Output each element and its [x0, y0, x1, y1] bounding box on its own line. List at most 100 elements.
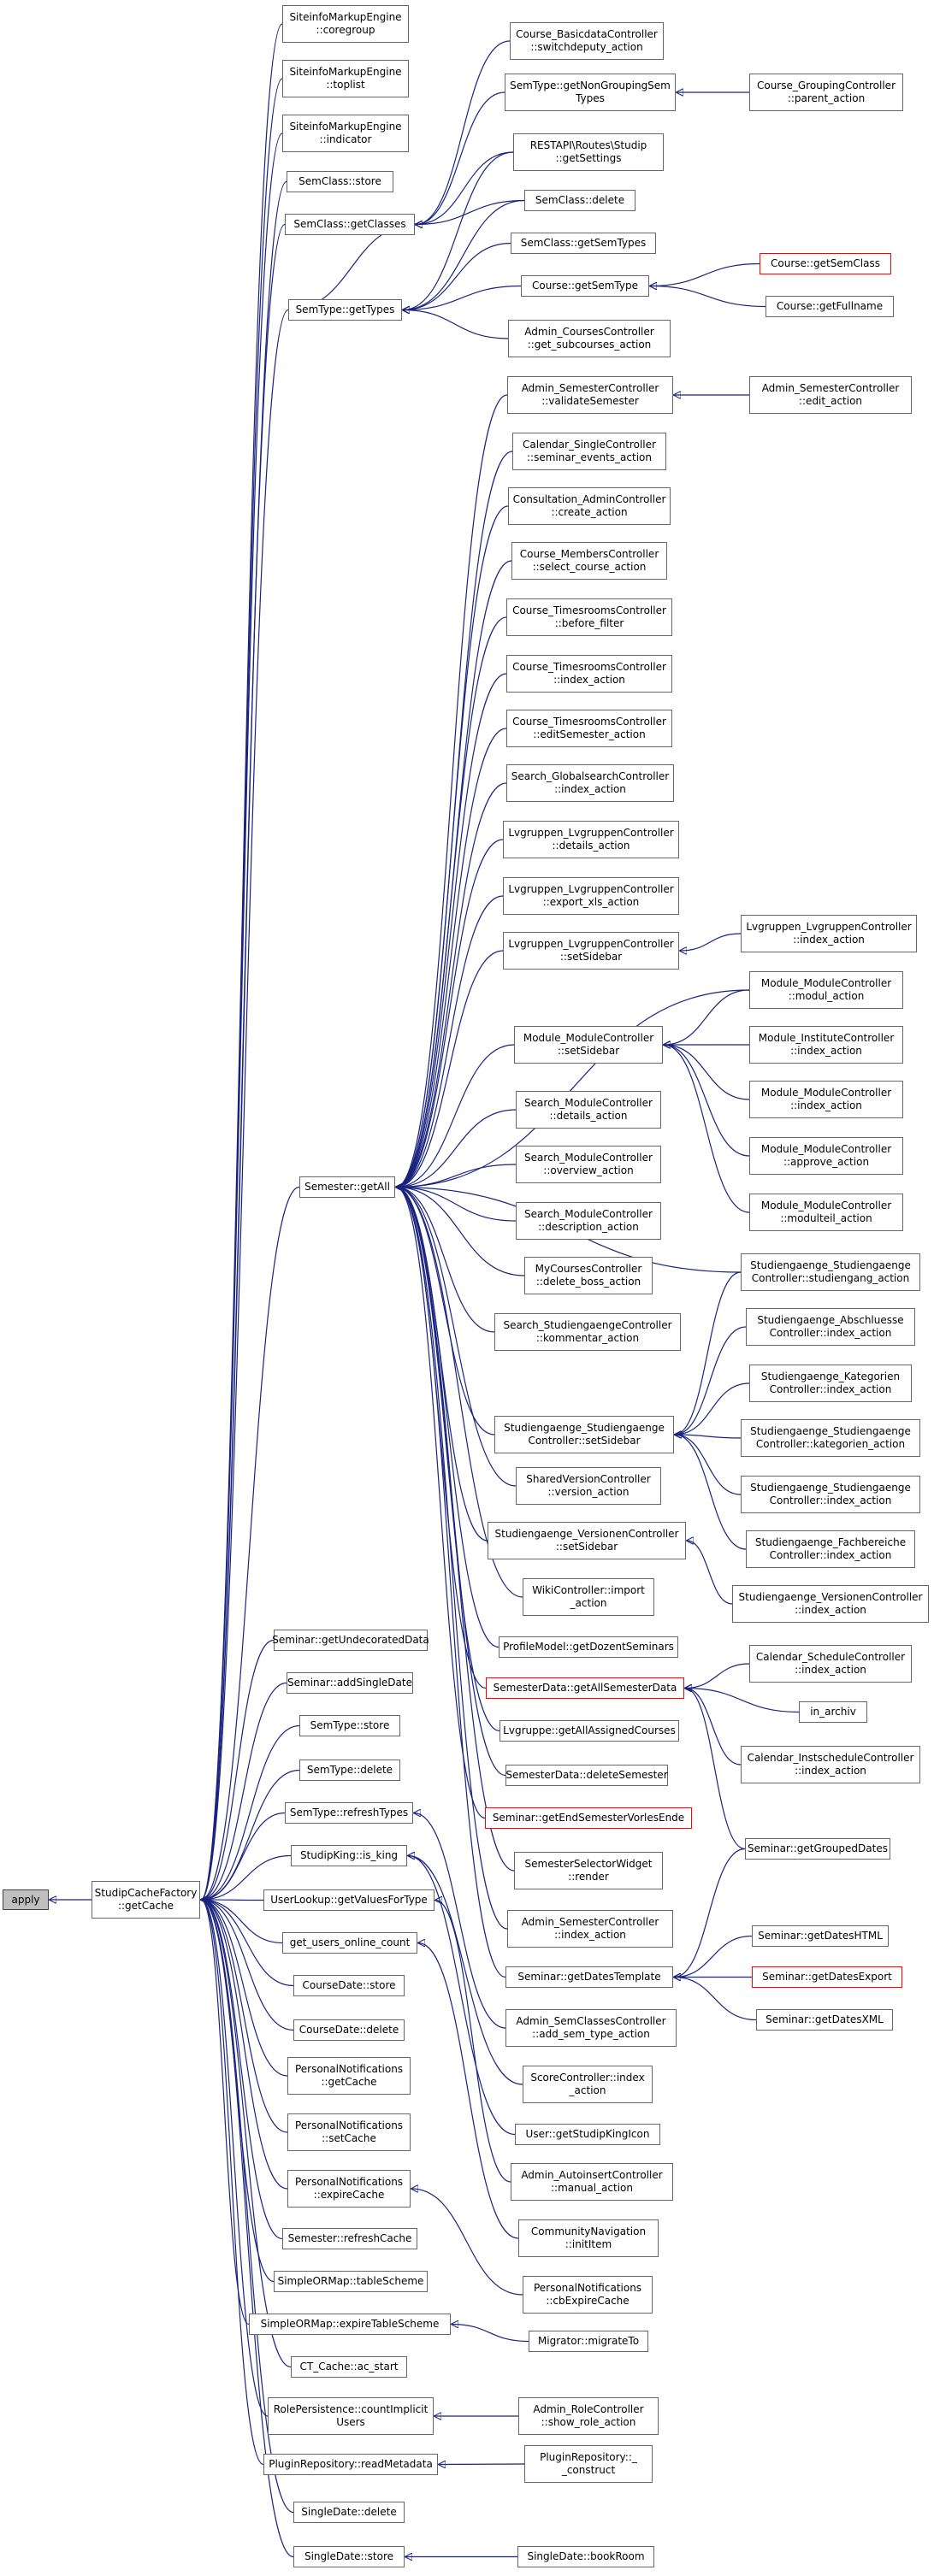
- node-singledate-bookroom[interactable]: SingleDate::bookRoom: [517, 2546, 654, 2567]
- node-search-module-details[interactable]: Search_ModuleController::details_action: [516, 1091, 661, 1129]
- node-user-get-studipking-icon[interactable]: User::getStudipKingIcon: [515, 2124, 660, 2145]
- node-seminar-get-dates-html[interactable]: Seminar::getDatesHTML: [752, 1925, 889, 1947]
- node-semesterdata-getall[interactable]: SemesterData::getAllSemesterData: [486, 1677, 684, 1699]
- node-module-set-sidebar[interactable]: Module_ModuleController::setSidebar: [514, 1026, 663, 1064]
- node-migrator-migrate-to[interactable]: Migrator::migrateTo: [529, 2331, 648, 2352]
- node-coursedate-delete[interactable]: CourseDate::delete: [293, 2019, 405, 2041]
- node-plugin-read-metadata[interactable]: PluginRepository::readMetadata: [263, 2454, 438, 2475]
- node-restapi-getsettings[interactable]: RESTAPI\Routes\Studip::getSettings: [513, 133, 664, 171]
- node-get-users-online-count[interactable]: get_users_online_count: [282, 1932, 417, 1954]
- node-admin-semester-edit[interactable]: Admin_SemesterController::edit_action: [749, 376, 912, 414]
- node-lvgruppen-index[interactable]: Lvgruppen_LvgruppenController::index_act…: [741, 915, 917, 952]
- node-semclass-getsemtypes[interactable]: SemClass::getSemTypes: [511, 233, 656, 254]
- node-course-getsemclass[interactable]: Course::getSemClass: [760, 253, 891, 274]
- node-semclass-delete[interactable]: SemClass::delete: [524, 190, 635, 211]
- node-admin-role-show[interactable]: Admin_RoleController::show_role_action: [518, 2397, 659, 2435]
- node-lvgruppe-get-all-assigned[interactable]: Lvgruppe::getAllAssignedCourses: [500, 1720, 679, 1742]
- node-userlookup-get-values[interactable]: UserLookup::getValuesForType: [263, 1889, 434, 1911]
- node-singledate-store[interactable]: SingleDate::store: [293, 2546, 405, 2567]
- node-semtype-refresh-types[interactable]: SemType::refreshTypes: [285, 1802, 413, 1824]
- node-studiengaenge-versionen-sidebar[interactable]: Studiengaenge_VersionenController::setSi…: [488, 1522, 686, 1559]
- node-pn-getcache[interactable]: PersonalNotifications::getCache: [287, 2057, 411, 2095]
- node-coursedate-store[interactable]: CourseDate::store: [293, 1975, 405, 1996]
- node-semtype-gettypes[interactable]: SemType::getTypes: [288, 299, 402, 321]
- node-sorm-expire-tablescheme[interactable]: SimpleORMap::expireTableScheme: [249, 2314, 451, 2335]
- node-semester-getall[interactable]: Semester::getAll: [299, 1176, 395, 1198]
- node-course-timesrooms-before-filter[interactable]: Course_TimesroomsController::before_filt…: [506, 598, 672, 636]
- node-calendar-instschedule-index[interactable]: Calendar_InstscheduleController::index_a…: [741, 1746, 920, 1783]
- node-admin-autoinsert-manual[interactable]: Admin_AutoinsertController::manual_actio…: [511, 2163, 673, 2201]
- node-course-grouping-parent[interactable]: Course_GroupingController::parent_action: [749, 74, 903, 111]
- node-course-basicdata-switchdeputy[interactable]: Course_BasicdataController::switchdeputy…: [510, 22, 664, 60]
- node-pn-cbexpirecache[interactable]: PersonalNotifications::cbExpireCache: [523, 2276, 653, 2314]
- node-calendar-schedule-index[interactable]: Calendar_ScheduleController::index_actio…: [749, 1645, 912, 1683]
- node-studiengaenge-versionen-index[interactable]: Studiengaenge_VersionenController::index…: [732, 1585, 929, 1623]
- node-semtype-store[interactable]: SemType::store: [299, 1715, 400, 1736]
- node-community-navigation-inititem[interactable]: CommunityNavigation::initItem: [518, 2219, 659, 2257]
- node-shared-version[interactable]: SharedVersionController::version_action: [516, 1467, 661, 1505]
- node-seminar-get-dates-export[interactable]: Seminar::getDatesExport: [752, 1966, 902, 1988]
- node-module-approve[interactable]: Module_ModuleController::approve_action: [749, 1137, 903, 1175]
- node-seminar-get-end-semester[interactable]: Seminar::getEndSemesterVorlesEnde: [485, 1807, 692, 1829]
- node-admin-semclasses-add[interactable]: Admin_SemClassesController::add_sem_type…: [505, 2009, 677, 2047]
- node-lvgruppen-details[interactable]: Lvgruppen_LvgruppenController::details_a…: [503, 821, 679, 858]
- node-search-module-description[interactable]: Search_ModuleController::description_act…: [516, 1202, 661, 1240]
- node-siteinfomarkupengine-coregroup[interactable]: SiteinfoMarkupEngine::coregroup: [282, 5, 409, 43]
- node-pn-setcache[interactable]: PersonalNotifications::setCache: [287, 2113, 411, 2151]
- node-semesterdata-delete[interactable]: SemesterData::deleteSemester: [505, 1765, 668, 1786]
- node-semclass-store[interactable]: SemClass::store: [287, 171, 393, 192]
- node-pn-expirecache[interactable]: PersonalNotifications::expireCache: [287, 2170, 411, 2208]
- node-module-modulteil[interactable]: Module_ModuleController::modulteil_actio…: [749, 1194, 903, 1231]
- node-search-globalsearch-index[interactable]: Search_GlobalsearchController::index_act…: [506, 764, 674, 802]
- node-calendar-single-seminar-events[interactable]: Calendar_SingleController::seminar_event…: [512, 433, 666, 470]
- node-wiki-import[interactable]: WikiController::import_action: [523, 1578, 654, 1616]
- node-seminar-get-dates-template[interactable]: Seminar::getDatesTemplate: [505, 1966, 673, 1988]
- node-admin-semester-index[interactable]: Admin_SemesterController::index_action: [507, 1910, 673, 1948]
- node-sorm-tablescheme[interactable]: SimpleORMap::tableScheme: [274, 2271, 428, 2292]
- node-module-modul-action[interactable]: Module_ModuleController::modul_action: [749, 971, 903, 1009]
- node-singledate-delete[interactable]: SingleDate::delete: [293, 2502, 405, 2523]
- node-studipcachefactory-getcache[interactable]: StudipCacheFactory::getCache: [92, 1881, 200, 1919]
- node-seminar-add-single-date[interactable]: Seminar::addSingleDate: [287, 1672, 413, 1694]
- node-semester-refresh-cache[interactable]: Semester::refreshCache: [282, 2228, 417, 2249]
- node-consultation-admin-create[interactable]: Consultation_AdminController::create_act…: [508, 487, 671, 525]
- node-course-members-select[interactable]: Course_MembersController::select_course_…: [511, 542, 667, 580]
- node-plugin-construct[interactable]: PluginRepository::__construct: [524, 2445, 653, 2483]
- node-admin-semester-validate[interactable]: Admin_SemesterController::validateSemest…: [507, 376, 673, 414]
- node-course-timesrooms-edit-semester[interactable]: Course_TimesroomsController::editSemeste…: [506, 710, 672, 747]
- node-score-index[interactable]: ScoreController::index_action: [523, 2066, 653, 2103]
- node-semclass-getclasses[interactable]: SemClass::getClasses: [285, 214, 415, 235]
- node-admin-courses-subcourses[interactable]: Admin_CoursesController::get_subcourses_…: [508, 320, 671, 357]
- node-semester-selector-render[interactable]: SemesterSelectorWidget::render: [514, 1852, 663, 1889]
- node-semtype-delete[interactable]: SemType::delete: [299, 1760, 400, 1781]
- node-siteinfomarkupengine-toplist[interactable]: SiteinfoMarkupEngine::toplist: [282, 60, 409, 97]
- node-seminar-get-undecorated[interactable]: Seminar::getUndecoratedData: [272, 1630, 429, 1651]
- node-ct-cache-ac-start[interactable]: CT_Cache::ac_start: [291, 2356, 407, 2378]
- node-apply[interactable]: apply: [3, 1889, 49, 1910]
- node-siteinfomarkupengine-indicator[interactable]: SiteinfoMarkupEngine::indicator: [282, 115, 409, 152]
- node-search-module-overview[interactable]: Search_ModuleController::overview_action: [516, 1146, 661, 1183]
- node-seminar-get-grouped-dates[interactable]: Seminar::getGroupedDates: [745, 1838, 890, 1860]
- node-lvgruppen-export-xls[interactable]: Lvgruppen_LvgruppenController::export_xl…: [503, 877, 679, 915]
- node-module-index[interactable]: Module_ModuleController::index_action: [749, 1081, 903, 1118]
- node-lvgruppen-set-sidebar[interactable]: Lvgruppen_LvgruppenController::setSideba…: [503, 932, 679, 970]
- node-profile-get-dozent-seminars[interactable]: ProfileModel::getDozentSeminars: [499, 1636, 678, 1658]
- node-studipking-is-king[interactable]: StudipKing::is_king: [291, 1845, 407, 1866]
- node-mycourses-delete-boss[interactable]: MyCoursesController::delete_boss_action: [524, 1257, 653, 1294]
- node-in-archiv[interactable]: in_archiv: [799, 1701, 867, 1723]
- node-seminar-get-dates-xml[interactable]: Seminar::getDatesXML: [756, 2009, 893, 2031]
- node-search-studiengaenge-kommentar[interactable]: Search_StudiengaengeController::kommenta…: [494, 1313, 681, 1351]
- node-course-getsemtype[interactable]: Course::getSemType: [521, 275, 649, 297]
- node-course-timesrooms-index[interactable]: Course_TimesroomsController::index_actio…: [506, 655, 672, 693]
- node-module-institute-index[interactable]: Module_InstituteController::index_action: [749, 1026, 903, 1064]
- node-course-getfullname[interactable]: Course::getFullname: [766, 296, 894, 317]
